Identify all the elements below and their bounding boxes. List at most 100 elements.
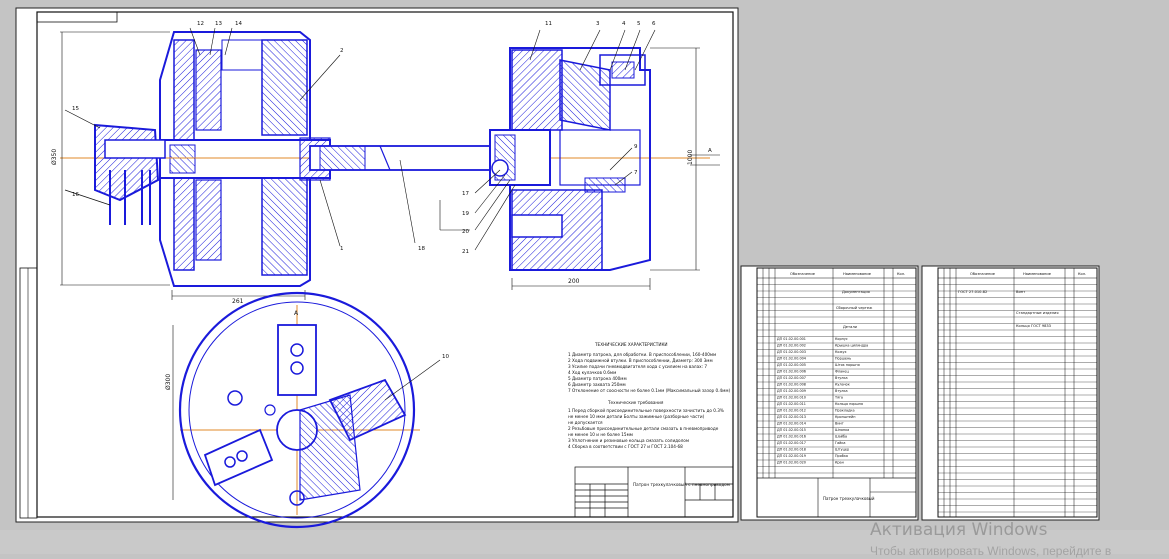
spec1-row-designation: ДП 01.02.00.018	[777, 448, 806, 452]
dim-jaw-len: 200	[568, 278, 580, 285]
spec1-row-designation: ДП 01.02.00.013	[777, 415, 806, 419]
spec1-row-designation: ДП 01.02.00.002	[777, 344, 806, 348]
spec1-doc-row: Сборочный чертеж	[836, 306, 873, 310]
spec1-header-name: Наименование	[843, 272, 872, 276]
svg-text:15: 15	[72, 106, 79, 112]
air-valve	[64, 109, 166, 225]
leader-lines	[189, 27, 656, 251]
svg-text:1: 1	[340, 246, 344, 252]
dimension-lines	[60, 31, 720, 300]
spec1-header-qty: Кол.	[897, 272, 905, 276]
main-sheet	[15, 7, 739, 523]
svg-text:11: 11	[545, 21, 552, 27]
dim-face-dia: Ø300	[165, 374, 172, 390]
spec1-row-designation: ДП 01.02.00.017	[777, 441, 806, 445]
spec1-row-name: Шпонка	[835, 428, 849, 432]
drawbar	[309, 145, 511, 171]
spec1-row-designation: ДП 01.02.00.008	[777, 383, 806, 387]
spec2-header-qty: Кол.	[1078, 272, 1086, 276]
spec1-row-designation: ДП 01.02.00.003	[777, 350, 806, 354]
tech-req-line: 6 Диаметр захвата 250мм	[568, 382, 626, 387]
svg-text:17: 17	[462, 191, 469, 197]
spec1-row-name: Шток поршня	[835, 363, 860, 367]
spec1-row-designation: ДП 01.02.00.012	[777, 409, 806, 413]
spec1-row-name: Фланец	[835, 370, 849, 374]
svg-text:10: 10	[442, 354, 449, 360]
svg-text:4: 4	[622, 21, 626, 27]
tech-req-line: 1 Диаметр патрона, для обработки. В прис…	[568, 352, 716, 357]
spec1-row-name: Кронштейн	[835, 415, 855, 419]
spec1-row-name: Прокладка	[835, 409, 855, 413]
title-block-name: Патрон трехкулачковый с пневмоприводом	[633, 482, 730, 487]
spec1-row-designation: ДП 01.02.00.009	[777, 389, 806, 393]
spec-sheet-2: Обозначение Наименование Кол. ГОСТ 27.01…	[921, 265, 1100, 521]
tech-note-line: 1 Перед сборкой присоединительные поверх…	[568, 408, 724, 413]
tech-note-line: 4 Сборка в соответствии с ГОСТ 27 и ГОСТ…	[568, 444, 683, 449]
spec1-row-designation: ДП 01.02.00.016	[777, 435, 806, 439]
tech-req-line: 7 Отклонение от соосности не более 0.1мм…	[568, 388, 730, 393]
chuck-front-view: Ø300 А 10	[165, 291, 449, 529]
spec1-section-parts: Детали	[843, 325, 858, 329]
svg-text:А: А	[708, 148, 712, 154]
tech-req-line: 2 Хода подвижной втулки. В приспособлени…	[568, 358, 713, 363]
bottom-scrollbar[interactable]	[0, 530, 1169, 554]
spec1-row-name: Винт	[835, 422, 844, 426]
tech-note-line: не менее 10 и не более 15мм	[568, 432, 633, 437]
dimension-texts: Ø350 261 200 1000	[51, 149, 694, 305]
svg-text:2: 2	[340, 48, 344, 54]
tech-notes-title: Технические требования	[607, 400, 664, 405]
spec1-row-designation: ДП 01.02.00.005	[777, 363, 806, 367]
spec1-row-designation: ДП 01.02.00.020	[777, 461, 806, 465]
spec-sheet-1: Обозначение Наименование Кол. Документац…	[740, 265, 919, 521]
watermark-line-1: Активация Windows	[870, 520, 1048, 540]
tech-note-line: не допускается	[568, 420, 603, 425]
svg-text:12: 12	[197, 21, 204, 27]
spec2-header-designation: Обозначение	[970, 272, 996, 276]
svg-text:А: А	[294, 310, 299, 317]
tech-req-line: 4 Ход кулачков 0.6мм	[568, 370, 616, 375]
spec2-row-designation: ГОСТ 27.010-82	[958, 290, 987, 294]
tech-note-line: 2 Резьбовые присоединительные детали сма…	[568, 426, 719, 431]
spec1-section-docs: Документация	[842, 290, 870, 294]
spec1-title: Патрон трехкулачковый	[823, 496, 875, 501]
tech-note-line: 3 Уплотнение и резиновые кольца смазать …	[568, 438, 689, 443]
svg-text:6: 6	[652, 21, 656, 27]
spec2-row-name: Винт	[1016, 290, 1025, 294]
svg-text:7: 7	[634, 170, 638, 176]
spec1-row-designation: ДП 01.02.00.001	[777, 337, 806, 341]
spec2-row-name: Стандартные изделия	[1016, 311, 1059, 315]
spec1-row-name: Втулка	[835, 389, 848, 393]
tech-req-line: 5 Диаметр патрона 400мм	[568, 376, 627, 381]
spec1-row-designation: ДП 01.02.00.007	[777, 376, 806, 380]
main-title-block: Патрон трехкулачковый с пневмоприводом	[574, 466, 734, 518]
spec1-row-designation: ДП 01.02.00.011	[777, 402, 806, 406]
spec1-row-designation: ДП 01.02.00.019	[777, 454, 806, 458]
spec1-row-name: Крышка цилиндра	[835, 344, 868, 348]
svg-text:13: 13	[215, 21, 222, 27]
dim-left-height: Ø350	[51, 149, 58, 165]
spec1-row-designation: ДП 01.02.00.014	[777, 422, 806, 426]
chuck-body	[489, 47, 651, 271]
spec1-row-name: Гайка	[835, 441, 845, 445]
spec1-row-name: Кран	[835, 461, 844, 465]
windows-activation-watermark: Активация Windows	[870, 520, 1047, 540]
spec1-row-name: Кулачок	[835, 383, 850, 387]
dim-length-bottom: 261	[232, 298, 244, 305]
tech-note-line: не менее 10 мкм детали Болты зажимные (р…	[568, 414, 705, 419]
spec1-row-name: Кожух	[835, 350, 847, 354]
svg-text:14: 14	[235, 21, 242, 27]
svg-text:20: 20	[462, 229, 469, 235]
spec1-row-name: Штуцер	[835, 448, 849, 452]
spec1-row-designation: ДП 01.02.00.010	[777, 396, 806, 400]
svg-text:9: 9	[634, 144, 638, 150]
spec2-row-name: Кольцо ГОСТ 9833	[1016, 324, 1051, 328]
spec2-header-name: Наименование	[1023, 272, 1052, 276]
spec1-row-name: Шайба	[835, 435, 847, 439]
tech-req-line: 3 Усилие подачи пневмодвигателя хода с у…	[568, 364, 707, 369]
spec1-row-designation: ДП 01.02.00.015	[777, 428, 806, 432]
tech-requirements: ТЕХНИЧЕСКИЕ ХАРАКТЕРИСТИКИ 1 Диаметр пат…	[568, 342, 730, 449]
svg-text:5: 5	[637, 21, 641, 27]
svg-text:16: 16	[72, 192, 79, 198]
svg-text:18: 18	[418, 246, 425, 252]
